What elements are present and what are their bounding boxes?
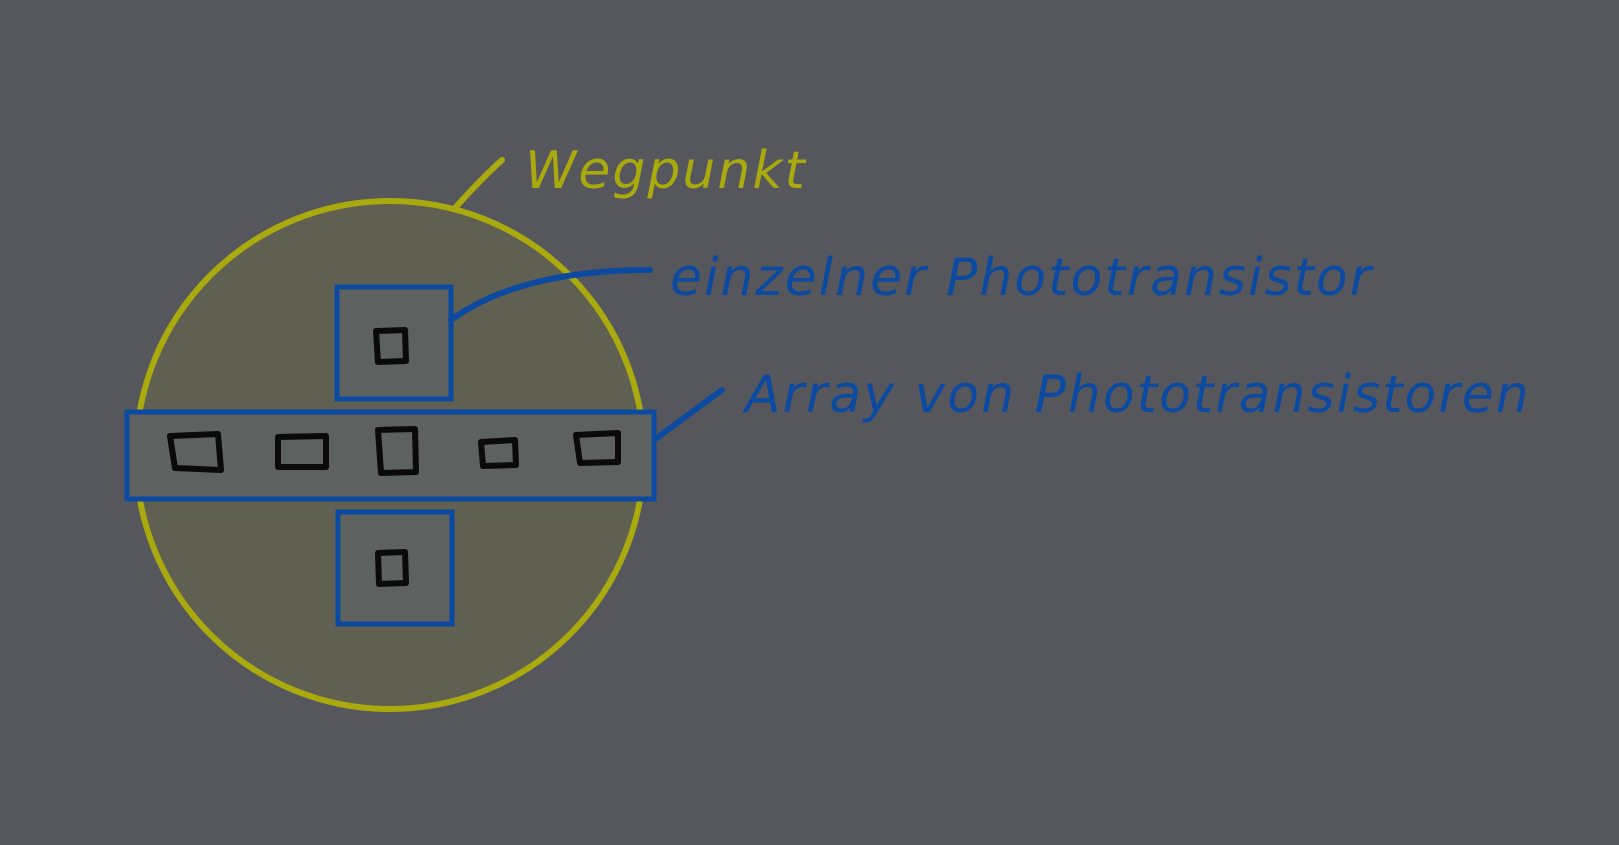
single-transistor-box-top — [334, 284, 454, 402]
transistor-array-box — [124, 409, 657, 502]
single-transistor-leader-line — [448, 267, 653, 323]
array-transistor-3 — [375, 426, 419, 476]
waypoint-label: Wegpunkt — [525, 141, 807, 201]
waypoint-leader-line — [452, 157, 505, 211]
array-label: Array von Phototransistoren — [742, 365, 1531, 425]
array-transistor-4 — [478, 437, 519, 469]
single-transistor-bottom — [375, 549, 409, 587]
array-transistor-2 — [275, 433, 329, 470]
single-transistor-label: einzelner Phototransistor — [670, 248, 1375, 308]
array-transistor-5 — [573, 430, 621, 466]
single-transistor-box-bottom — [335, 509, 455, 627]
array-leader-line — [651, 387, 725, 443]
array-transistor-1 — [167, 431, 224, 473]
single-transistor-top — [373, 327, 409, 365]
